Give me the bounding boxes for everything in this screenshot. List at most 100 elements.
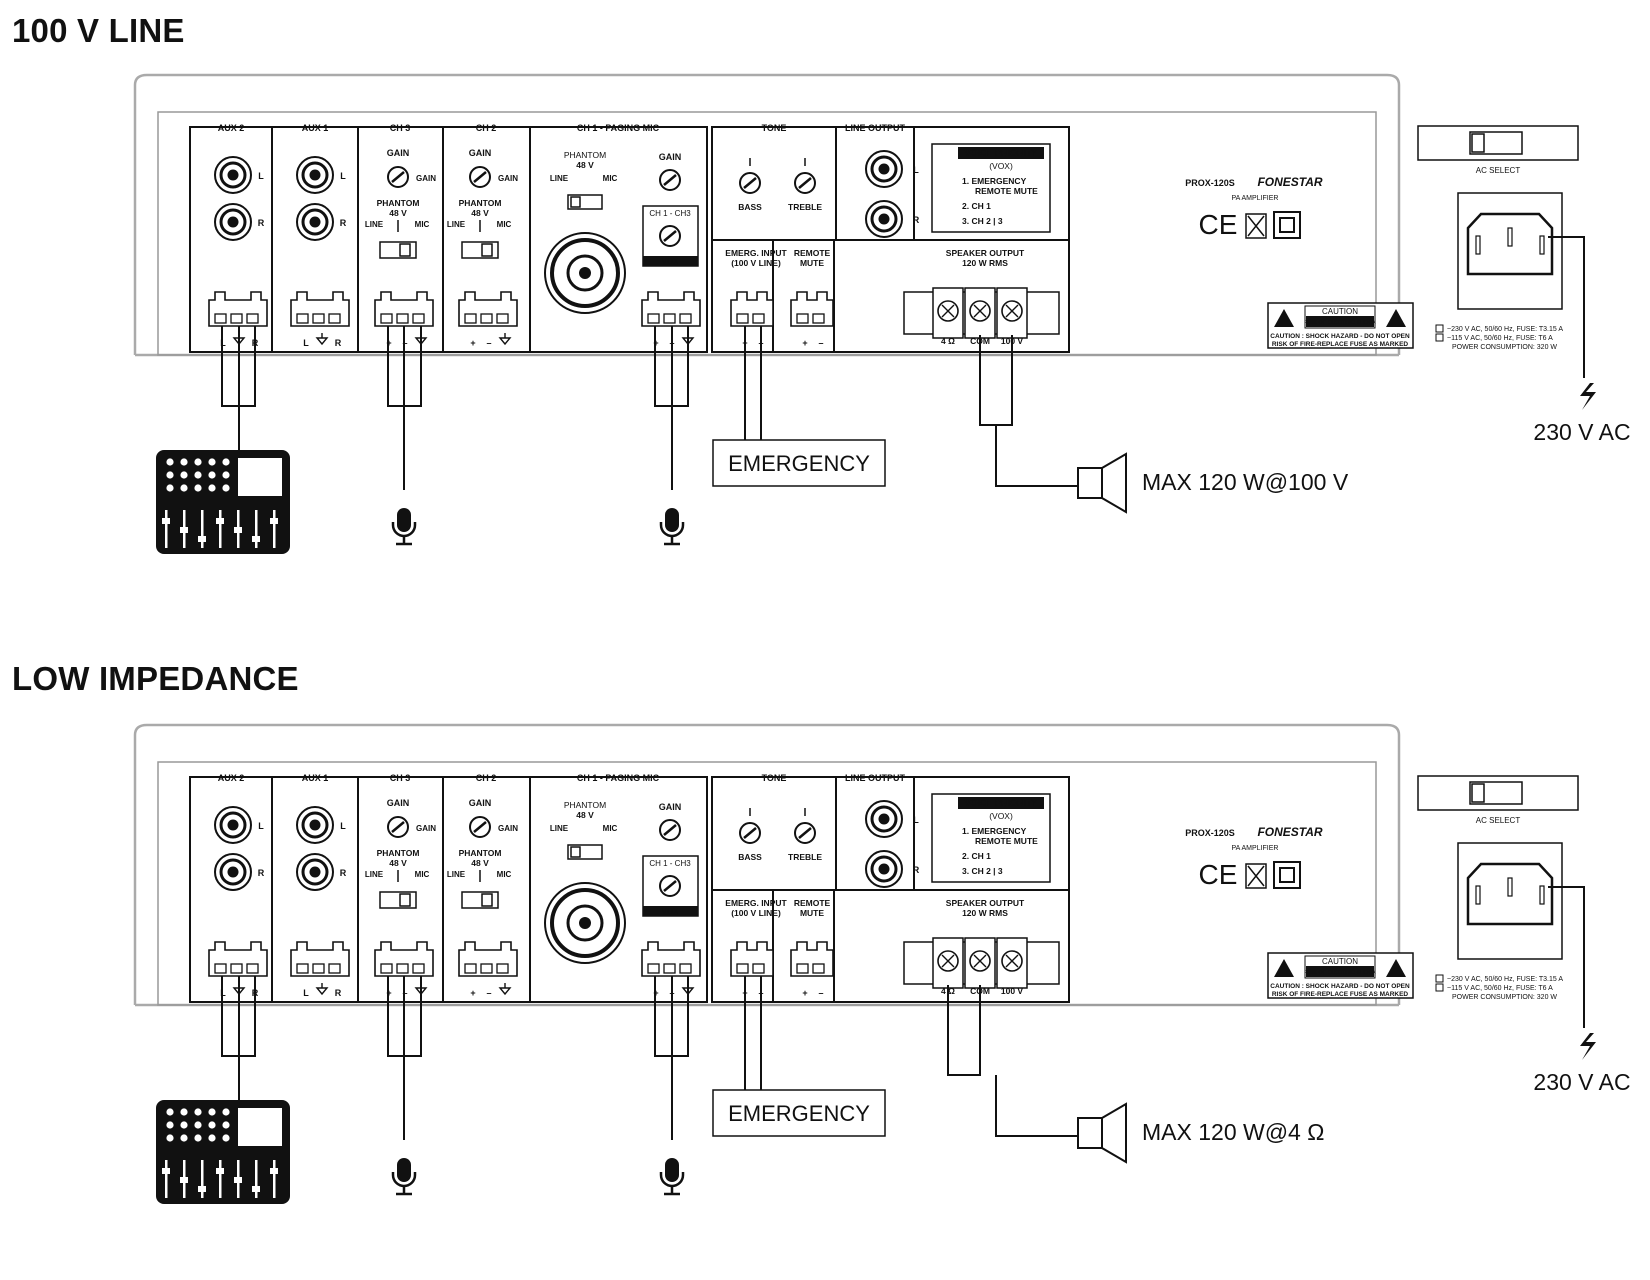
terminal-label: L [303, 988, 309, 998]
mixer-icon-knob [208, 484, 216, 492]
emergency-label: EMERGENCY [728, 451, 870, 476]
mixer-icon-fader-track [273, 1160, 276, 1198]
treble-knob-pointer [798, 827, 812, 839]
mixer-icon-knob [194, 1121, 202, 1129]
mixer-icon-fader-track [201, 1160, 204, 1198]
section-header-ch1: CH 1 - PAGING MIC [577, 773, 660, 783]
aux2-r-label: R [258, 218, 265, 228]
ch3-gain-label: GAIN [387, 148, 410, 158]
aux1-terminal-slot [312, 313, 325, 324]
mixer-icon-fader-cap [198, 536, 206, 542]
speaker-cable [995, 425, 1078, 487]
power-line: ~115 V AC, 50/60 Hz, FUSE: T6 A [1447, 335, 1553, 342]
terminal-label: – [486, 338, 491, 348]
aux2-terminal-slot [214, 313, 227, 324]
ch3-phantom-label: PHANTOM [377, 848, 420, 858]
iec-pin [1475, 885, 1481, 905]
mixer-icon-fader-track [219, 1160, 222, 1198]
mixer-icon-knob [166, 1108, 174, 1116]
mixer-icon-knob [208, 1134, 216, 1142]
voice-priority-title: VOICE PRIORITY [964, 148, 1037, 158]
section-header-ch2: CH 2 [476, 123, 497, 133]
mixer-icon-fader-cap [270, 518, 278, 524]
aux2-terminal-slot [246, 313, 259, 324]
priority-item: 1. EMERGENCY [962, 826, 1027, 836]
aux1-right-jack-pin [309, 216, 321, 228]
mixer-icon-fader-cap [180, 527, 188, 533]
remote-terminal-slot [812, 963, 825, 974]
terminal-label: L [303, 338, 309, 348]
voice-priority-sub: (VOX) [989, 811, 1013, 821]
warning-icon-left [1274, 959, 1294, 977]
line-out-right-jack-ring [870, 205, 898, 233]
terminal-label: + [802, 988, 807, 998]
voice-priority-title: VOICE PRIORITY [964, 798, 1037, 808]
section-title-100v-line: 100 V LINE [12, 12, 185, 49]
ch1-mic-label: MIC [603, 824, 618, 833]
caution-line2: RISK OF FIRE-REPLACE FUSE AS MARKED [1272, 341, 1409, 348]
mixer-icon-knob [180, 458, 188, 466]
vox-selector-label: CH 1 - CH3 [649, 209, 691, 218]
bass-knob-pointer [743, 827, 757, 839]
terminal-label: – [486, 988, 491, 998]
emergency-box [712, 1089, 886, 1137]
mixer-icon-knob [166, 1134, 174, 1142]
caution-bar [1306, 966, 1374, 977]
power-line: POWER CONSUMPTION: 320 W [1452, 994, 1557, 1001]
ch3-terminal-slot [380, 313, 393, 324]
ch3-microphone-icon [397, 508, 411, 532]
mixer-icon-fader-cap [216, 518, 224, 524]
mixer-icon-knob [180, 1108, 188, 1116]
warning-icon-right [1386, 309, 1406, 327]
mixer-icon-knob [180, 471, 188, 479]
remote-terminal-slot [796, 313, 809, 324]
ch1-mic-label: MIC [603, 174, 618, 183]
mixer-icon-knob [222, 1134, 230, 1142]
ch2-phantom-label: PHANTOM [459, 198, 502, 208]
brand-logo: FONESTAR [1257, 175, 1322, 189]
aux2-left-jack-pin [227, 819, 239, 831]
chassis-outline [133, 723, 1401, 1005]
power-line: ~230 V AC, 50/60 Hz, FUSE: T3.15 A [1447, 976, 1563, 983]
emerg-input-sub: (100 V LINE) [731, 258, 781, 268]
warning-icon-right [1386, 959, 1406, 977]
section-header-aux2: AUX 2 [218, 773, 245, 783]
section-header-tone: TONE [762, 123, 787, 133]
iec-pin [1475, 235, 1481, 255]
vox-bar [643, 256, 698, 266]
speaker-screw-slot [973, 954, 987, 968]
section-header-line_output: LINE OUTPUT [845, 773, 906, 783]
speaker-screw-slot [1005, 304, 1019, 318]
aux1-r-label: R [340, 868, 347, 878]
brand-logo: FONESTAR [1257, 825, 1322, 839]
priority-item: REMOTE MUTE [975, 186, 1038, 196]
priority-item: 1. EMERGENCY [962, 176, 1027, 186]
iec-pin [1539, 885, 1545, 905]
ch1-gain-label: GAIN [659, 802, 682, 812]
aux2-cable-loop [221, 326, 256, 407]
aux2-left-jack-ring [219, 161, 247, 189]
ch3-switch-knob [399, 243, 411, 257]
input-section [189, 126, 708, 353]
mixer-icon-fader-track [255, 510, 258, 548]
ch1-terminal-slot [679, 313, 692, 324]
vox-bar [643, 906, 698, 916]
terminal-label: + [470, 338, 475, 348]
caution-inner-text: RISK OF ELECTRIC SHOCK [1304, 970, 1376, 976]
ch1-microphone-icon [665, 1158, 679, 1182]
chassis-outline [133, 73, 1401, 355]
ch2-gain-label: GAIN [469, 148, 492, 158]
ch2-gain-label: GAIN [469, 798, 492, 808]
ch1-combo-pin [579, 267, 591, 279]
voice-priority-sub: (VOX) [989, 161, 1013, 171]
power-line: ~230 V AC, 50/60 Hz, FUSE: T3.15 A [1447, 326, 1563, 333]
aux1-left-jack-pin [309, 819, 321, 831]
mixer-icon-knob [180, 1121, 188, 1129]
model-label: PROX-120S [1185, 178, 1235, 188]
ch1-microphone-icon [665, 508, 679, 532]
terminal-label: L [220, 988, 226, 998]
section-header-aux2: AUX 2 [218, 123, 245, 133]
class2-icon [1273, 861, 1301, 889]
bass-label: BASS [738, 852, 762, 862]
